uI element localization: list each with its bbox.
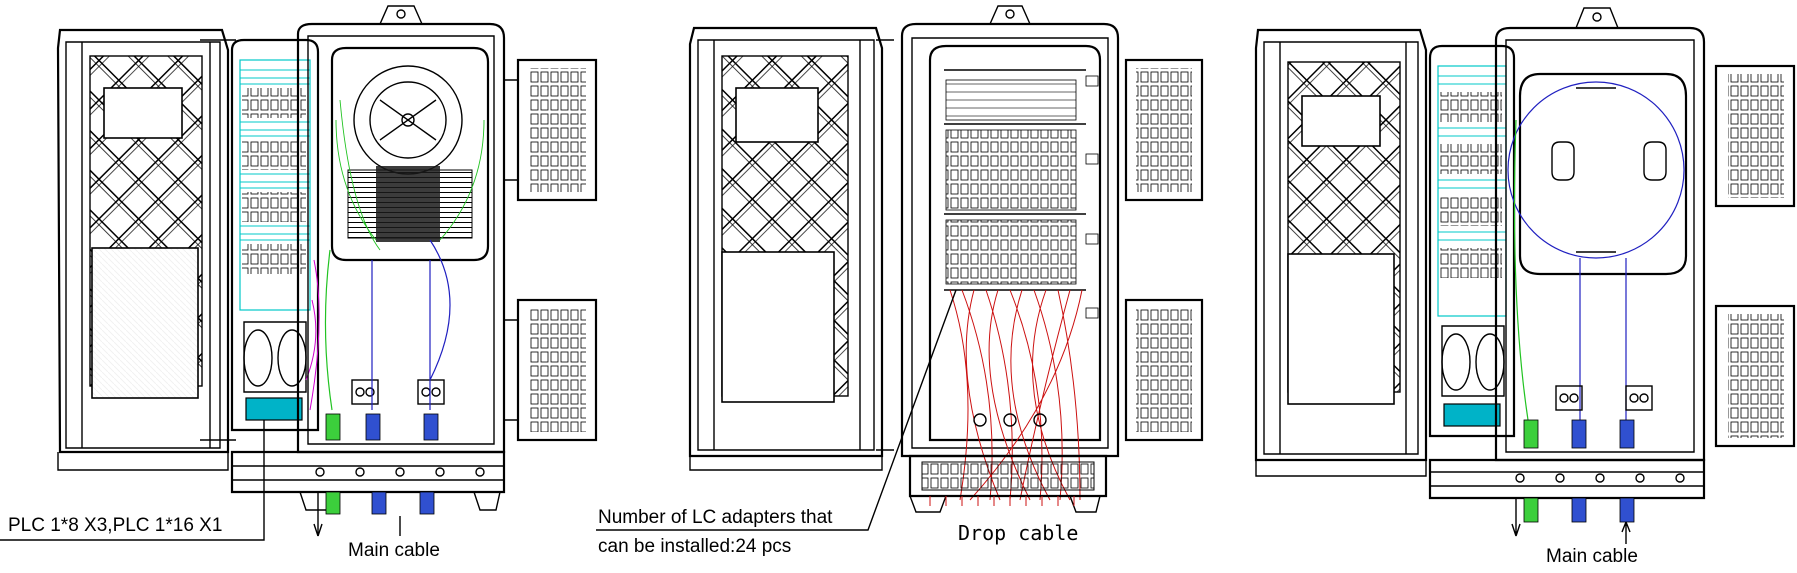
right-annotation-leaders [1511,498,1631,544]
middle-bottom-rail [908,454,1108,513]
left-side-connectors [504,58,598,442]
middle-side-connectors [1124,58,1204,442]
label-drop-cable: Drop cable [958,521,1078,545]
middle-unit [596,5,1204,531]
left-door [56,28,236,471]
left-annotation-leaders [0,420,401,541]
left-splitter-panel [230,38,320,432]
right-side-connectors [1714,64,1796,448]
middle-door [688,26,894,471]
left-cable-clamps [351,379,445,405]
middle-main-body [900,5,1120,501]
left-bottom-rail [230,450,506,515]
middle-annotation-leaders [596,289,957,531]
right-cable-clamps [1555,385,1653,411]
left-unit [0,5,598,541]
label-left-main-cable: Main cable [348,540,440,561]
right-splitter-panel [1428,44,1516,438]
label-lc-adapters-line2: can be installed:24 pcs [598,536,791,557]
right-door [1254,28,1428,477]
drop-cable-fibers [949,289,1083,501]
label-right-main-cable: Main cable [1546,546,1638,567]
right-bottom-rail [1428,458,1706,523]
label-lc-adapters-line1: Number of LC adapters that [598,507,833,528]
label-plc-spec: PLC 1*8 X3,PLC 1*16 X1 [8,515,222,536]
left-main-body [296,5,506,454]
right-main-body [1494,7,1706,462]
right-unit [1254,7,1796,544]
